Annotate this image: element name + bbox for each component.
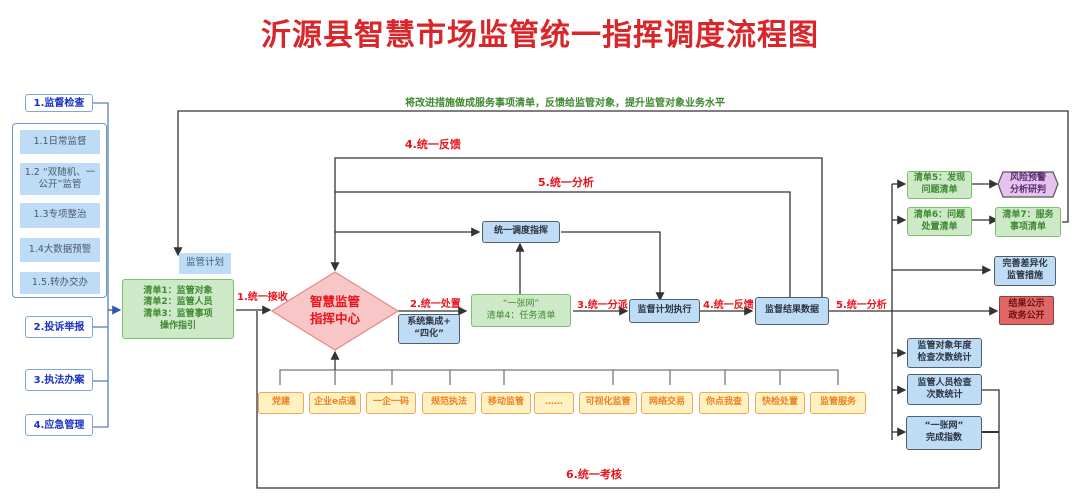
lists-box[interactable]: 清单1：监管对象 清单2：监管人员 清单3：监管事项 操作指引 — [122, 279, 234, 339]
list6-line1: 清单6：问题 — [913, 209, 966, 220]
stat1-line1: 监管对象年度 — [917, 341, 972, 352]
page-title: 沂源县智慧市场监管统一指挥调度流程图 — [261, 18, 819, 53]
module-item[interactable]: 快检处置 — [755, 392, 805, 414]
subitem-transfer[interactable]: 1.5.转办交办 — [20, 272, 100, 294]
modules-bus — [279, 369, 839, 385]
module-item[interactable]: 监管服务 — [810, 392, 866, 414]
one-net-line2: 清单4：任务清单 — [486, 310, 556, 321]
system-line2: “四化” — [414, 329, 444, 339]
plan-tag: 监管计划 — [179, 253, 231, 274]
source-supervision-inspection[interactable]: 1.监督检查 — [25, 94, 93, 112]
list6-line2: 处置清单 — [921, 221, 958, 232]
subitem-special[interactable]: 1.3专项整治 — [20, 203, 100, 228]
step-feedback-top: 4.统一反馈 — [405, 138, 461, 151]
list7-line1: 清单7：服务 — [1002, 210, 1054, 221]
improve-measures-box[interactable]: 完善差异化 监管措施 — [994, 256, 1056, 286]
list-2: 清单2：监管人员 — [143, 297, 213, 308]
module-item[interactable]: 移动监管 — [481, 392, 531, 414]
risk-hexagon — [997, 171, 1059, 198]
module-item[interactable]: …… — [534, 392, 574, 414]
risk-box[interactable]: 风险预警 分析研判 — [1000, 172, 1056, 197]
list-1: 清单1：监管对象 — [143, 285, 213, 296]
command-center-line2: 指挥中心 — [309, 310, 360, 326]
module-item[interactable]: 网络交易 — [641, 392, 693, 414]
subitem-daily[interactable]: 1.1日常监督 — [20, 130, 100, 154]
list7-box[interactable]: 清单7：服务 事项清单 — [995, 207, 1061, 237]
stat2-line1: 监管人员检查 — [917, 377, 972, 388]
module-item[interactable]: 一企一码 — [366, 392, 416, 414]
top-loop — [173, 110, 1069, 257]
step-analysis-top: 5.统一分析 — [538, 176, 594, 189]
command-center-label[interactable]: 智慧监管 指挥中心 — [290, 294, 380, 328]
publish-line2: 政务公开 — [1008, 310, 1045, 321]
step-feedback-inline: 4.统一反馈 — [703, 300, 754, 311]
risk-line1: 风险预警 — [1009, 172, 1046, 183]
assess-loop — [256, 311, 1000, 489]
result-data-box[interactable]: 监督结果数据 — [755, 297, 829, 325]
step-assess: 6.统一考核 — [566, 468, 622, 481]
one-net-box[interactable]: “一张网” 清单4：任务清单 — [471, 294, 571, 327]
system-integration-box[interactable]: 系统集成+ “四化” — [398, 314, 460, 344]
list5-line2: 问题清单 — [921, 185, 958, 195]
list7-line2: 事项清单 — [1009, 222, 1046, 232]
system-line1: 系统集成+ — [407, 317, 451, 328]
step-analysis-inline: 5.统一分析 — [836, 300, 887, 311]
stat1-line2: 检查次数统计 — [917, 353, 972, 363]
module-item[interactable]: 党建 — [258, 392, 304, 414]
list5-box[interactable]: 清单5：发现 问题清单 — [907, 171, 972, 199]
subitem-bigdata[interactable]: 1.4大数据预警 — [20, 238, 100, 262]
top-feedback-note: 将改进措施做成服务事项清单，反馈给监管对象，提升监管对象业务水平 — [405, 98, 725, 109]
improve-line2: 监管措施 — [1006, 271, 1043, 281]
list5-line1: 清单5：发现 — [913, 173, 966, 184]
command-center-diamond — [270, 271, 400, 351]
step-dispatch: 3.统一分派 — [577, 300, 628, 311]
module-item[interactable]: 可视化监管 — [579, 392, 637, 414]
module-item[interactable]: 规范执法 — [422, 392, 476, 414]
publish-line1: 结果公示 — [1008, 298, 1045, 309]
stat3-line1: “一张网” — [924, 421, 964, 432]
stat2-line2: 次数统计 — [926, 389, 963, 400]
plan-execution-box[interactable]: 监督计划执行 — [629, 299, 700, 323]
source-bus — [92, 102, 109, 428]
one-net-line1: “一张网” — [502, 298, 540, 309]
improve-line1: 完善差异化 — [1002, 259, 1048, 270]
source-emergency[interactable]: 4.应急管理 — [25, 414, 93, 436]
step-receive: 1.统一接收 — [237, 292, 288, 303]
subitem-double-random[interactable]: 1.2 “双随机、一公开”监管 — [20, 163, 100, 195]
feedback-loop — [330, 157, 823, 298]
step-dispose: 2.统一处置 — [410, 299, 461, 310]
list-3: 清单3：监管事项 — [143, 309, 213, 319]
one-net-index-box[interactable]: “一张网” 完成指数 — [906, 416, 982, 450]
list6-box[interactable]: 清单6：问题 处置清单 — [907, 207, 972, 236]
command-center-line1: 智慧监管 — [309, 294, 360, 309]
analysis-loop — [335, 191, 791, 298]
object-stat-box[interactable]: 监管对象年度 检查次数统计 — [907, 338, 982, 368]
source-complaint-report[interactable]: 2.投诉举报 — [25, 316, 93, 338]
risk-line2: 分析研判 — [1009, 184, 1046, 195]
operation-guide: 操作指引 — [159, 320, 196, 331]
unified-command-box[interactable]: 统一调度指挥 — [482, 221, 560, 243]
source-law-enforcement[interactable]: 3.执法办案 — [25, 369, 93, 391]
publish-results-box[interactable]: 结果公示 政务公开 — [999, 296, 1054, 325]
personnel-stat-box[interactable]: 监管人员检查 次数统计 — [907, 374, 982, 405]
module-item[interactable]: 你点我查 — [699, 392, 749, 414]
stat3-line2: 完成指数 — [925, 433, 962, 443]
module-item[interactable]: 企业e点通 — [309, 392, 361, 414]
